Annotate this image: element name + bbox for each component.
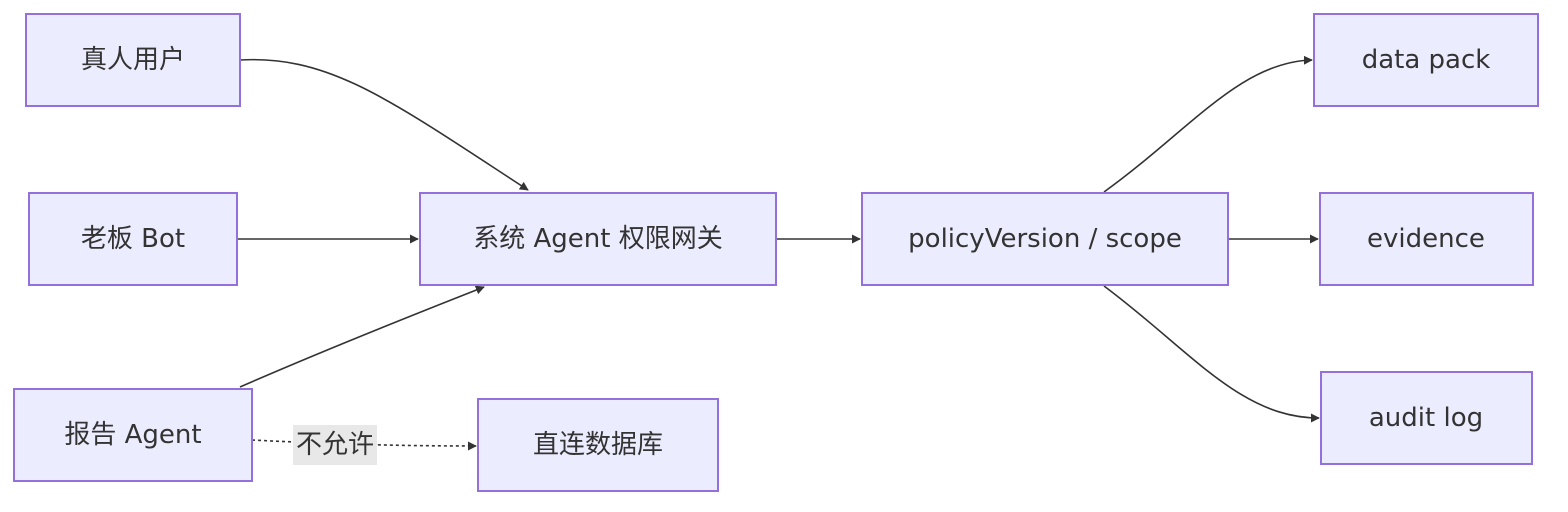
node-data-pack-label: data pack — [1362, 45, 1491, 75]
edge-label-not-allowed-text: 不允许 — [296, 430, 374, 460]
node-real-user[interactable]: 真人用户 — [25, 13, 241, 107]
node-evidence-label: evidence — [1367, 224, 1485, 254]
node-audit-log[interactable]: audit log — [1320, 371, 1533, 465]
node-direct-db-label: 直连数据库 — [533, 430, 663, 460]
node-audit-log-label: audit log — [1369, 403, 1483, 433]
node-policy[interactable]: policyVersion / scope — [861, 192, 1229, 286]
node-data-pack[interactable]: data pack — [1313, 13, 1539, 107]
edge-real-user-to-gateway — [239, 58, 529, 191]
edge-policy-to-data-pack — [1103, 55, 1313, 193]
node-report-agent[interactable]: 报告 Agent — [13, 388, 253, 482]
node-direct-db[interactable]: 直连数据库 — [477, 398, 719, 492]
edge-report-agent-to-gateway — [239, 285, 485, 388]
node-policy-label: policyVersion / scope — [908, 224, 1182, 254]
node-boss-bot[interactable]: 老板 Bot — [28, 192, 238, 286]
node-report-agent-label: 报告 Agent — [64, 420, 201, 450]
node-gateway-label: 系统 Agent 权限网关 — [473, 224, 723, 254]
edge-policy-to-audit-log — [1103, 285, 1320, 423]
node-boss-bot-label: 老板 Bot — [81, 224, 185, 254]
edge-label-not-allowed: 不允许 — [293, 425, 377, 465]
node-gateway[interactable]: 系统 Agent 权限网关 — [419, 192, 777, 286]
node-evidence[interactable]: evidence — [1319, 192, 1534, 286]
node-real-user-label: 真人用户 — [81, 45, 185, 75]
